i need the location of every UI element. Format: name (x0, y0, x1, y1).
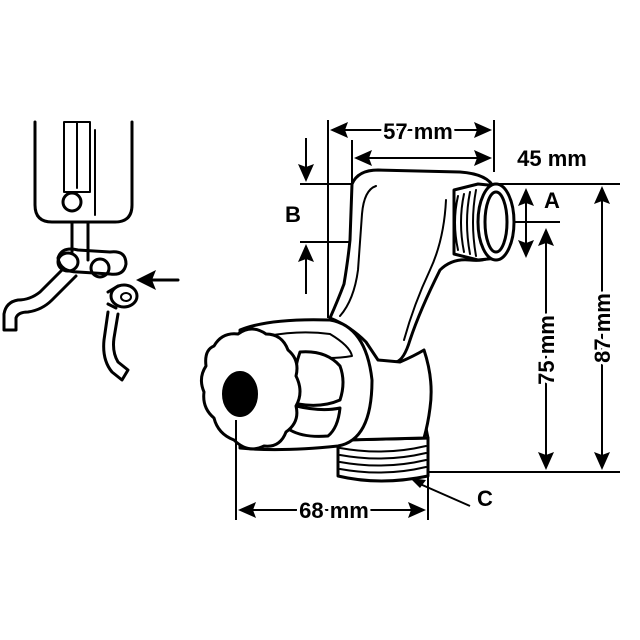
dim-45-label: 45 mm (517, 146, 587, 171)
tap-spout (2, 268, 78, 332)
dimension-labels: 57 mm 45 mm A B C 68 mm 75 mm 87 mm (285, 116, 618, 526)
dim-87-label: 87 mm (590, 293, 615, 363)
knob-center-hole (222, 371, 258, 417)
dim-68-label: 68 mm (299, 498, 369, 523)
label-c: C (477, 486, 493, 511)
label-a: A (544, 188, 560, 213)
label-b: B (285, 202, 301, 227)
dim-57-label: 57 mm (383, 119, 453, 144)
outlet-opening (476, 182, 516, 262)
valve-knob (199, 327, 302, 451)
pointer-arrow (136, 270, 180, 290)
heater-installation-illustration (2, 120, 180, 382)
heater-knob (61, 191, 83, 213)
heater-tank (33, 120, 134, 224)
dim-75-label: 75 mm (534, 315, 559, 385)
threaded-outlet-top (452, 182, 516, 262)
dimension-lines (235, 120, 620, 520)
valve-body-group (199, 168, 516, 483)
shower-hose (102, 310, 130, 382)
side-valve-small (106, 283, 139, 310)
